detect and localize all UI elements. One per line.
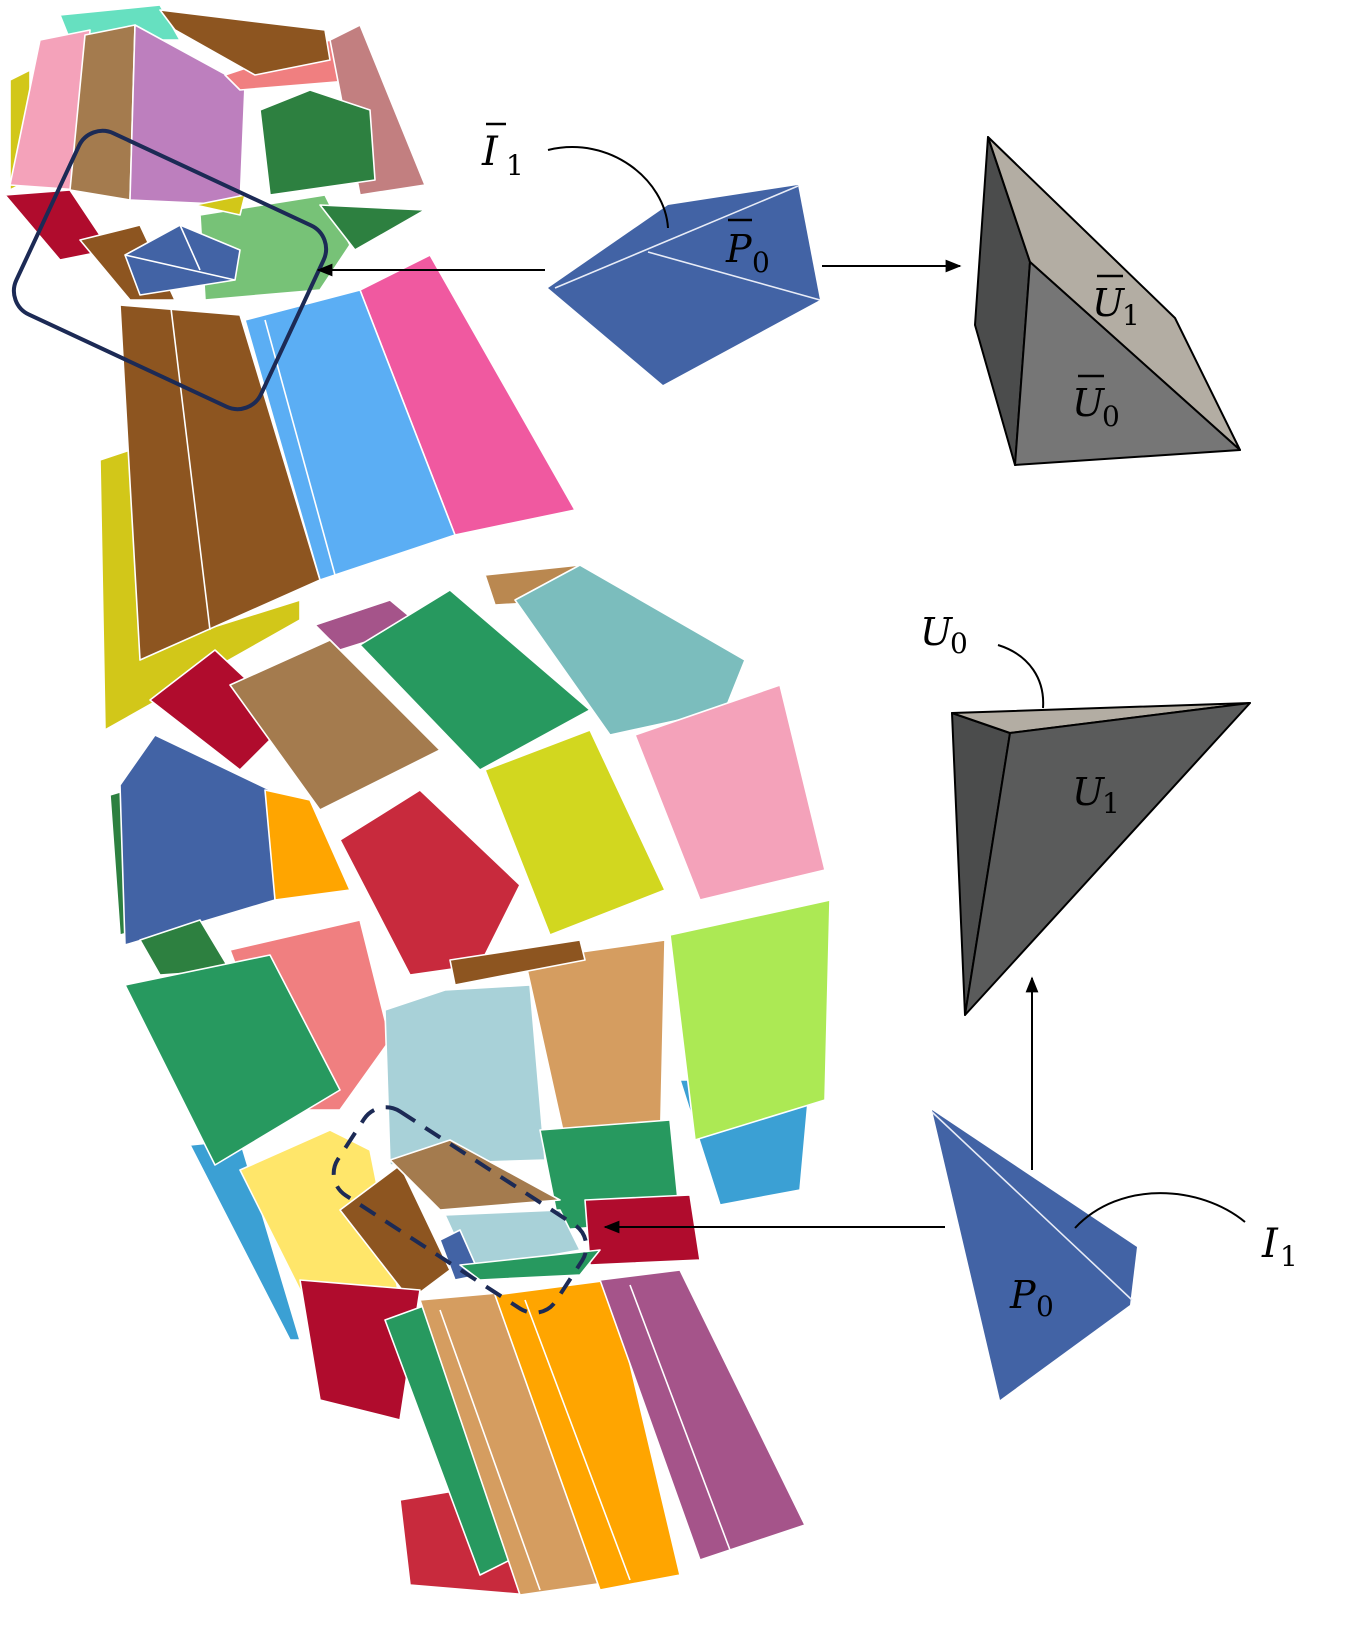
bottom-slab-cluster [299,1269,806,1596]
label-u-bar-1: U 1 [1092,274,1140,332]
middle-block-cluster [109,564,826,976]
label-p-bar-0: P 0 [725,218,770,279]
lower-blue-piece [931,1110,1137,1400]
lower-block-cluster [124,899,831,1341]
upper-blue-piece [548,185,821,385]
upper-gray-tetrahedron [974,136,1241,466]
svg-text:1: 1 [1280,1240,1298,1273]
label-u-1: U 1 [1072,770,1120,820]
slab-cluster [99,254,576,731]
leader-i-1 [1074,1192,1246,1229]
svg-text:P: P [1009,1273,1037,1317]
svg-text:0: 0 [752,246,770,279]
svg-text:U: U [1092,281,1126,325]
svg-text:U: U [1072,770,1106,814]
svg-text:U: U [920,610,954,654]
svg-text:P: P [725,227,753,271]
svg-text:1: 1 [506,149,524,182]
svg-text:1: 1 [1122,299,1140,332]
svg-text:0: 0 [1102,400,1120,433]
svg-text:I: I [1261,1221,1279,1267]
label-i-1: I 1 [1261,1221,1298,1273]
svg-text:0: 0 [1036,1290,1054,1323]
svg-text:I: I [481,129,499,175]
svg-text:1: 1 [1102,787,1120,820]
label-p-0: P 0 [1009,1273,1054,1323]
upper-highlight-frame [11,128,329,412]
svg-text:U: U [1072,381,1106,425]
label-u-0: U 0 [920,610,968,660]
label-u-bar-0: U 0 [1072,374,1120,433]
leader-u-0 [997,644,1045,709]
svg-text:0: 0 [950,627,968,660]
lower-highlight-frame [331,1105,589,1315]
upper-fragment-cluster [4,4,426,301]
leader-i-bar-1 [547,146,669,229]
lower-gray-tetrahedron [951,702,1251,1016]
label-i-bar-1: I 1 [481,122,524,182]
